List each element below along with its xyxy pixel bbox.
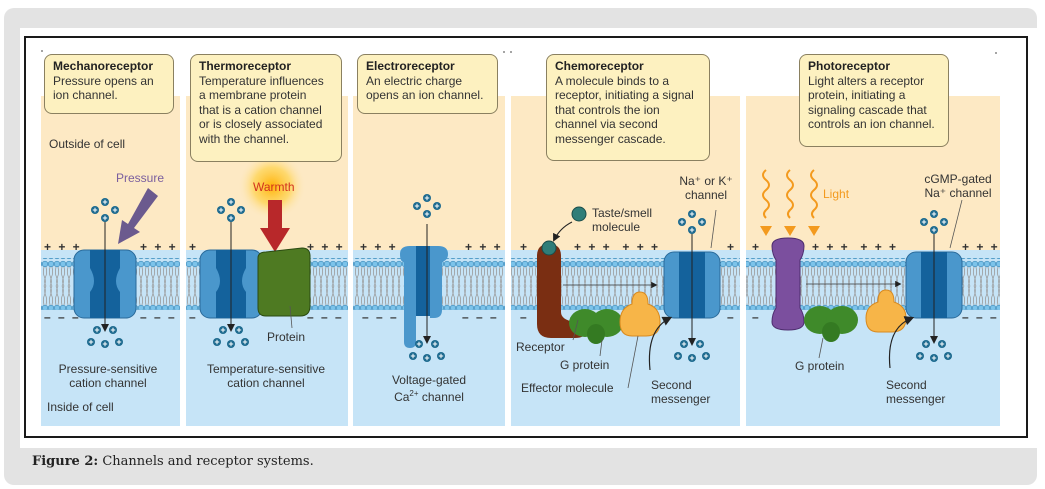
callout-text: An electric charge (366, 73, 463, 88)
callout-photoreceptor: Photoreceptor Light alters a receptor pr… (799, 54, 949, 147)
negative-charges: – (189, 310, 196, 324)
label-part: 2+ (409, 389, 419, 398)
figure-caption: Figure 2: Channels and receptor systems. (32, 454, 314, 469)
speck (510, 51, 512, 53)
caption-label: Figure 2: (32, 454, 99, 469)
callout-text: or is closely associated (199, 117, 323, 131)
positive-charges: + + + (307, 240, 345, 254)
caption-text: Channels and receptor systems. (98, 454, 314, 469)
speck (503, 51, 505, 53)
outside-cell-label: Outside of cell (49, 137, 126, 151)
callout-text: a membrane protein (199, 88, 307, 102)
callout-text: Light alters a receptor (808, 73, 925, 88)
negative-charges: – – – (962, 310, 999, 324)
label-line: Na⁺ channel (924, 186, 992, 200)
label-line: Voltage-gated (391, 373, 467, 387)
label-line: messenger (651, 392, 711, 406)
g-protein-label: G protein (560, 358, 610, 372)
callout-text: ion channel. (53, 88, 118, 102)
callout-text: A molecule binds to a (555, 73, 670, 88)
receptor-label: Receptor (516, 340, 565, 354)
callout-mechanoreceptor: Mechanoreceptor Pressure opens an ion ch… (44, 54, 174, 114)
taste-smell-label: Taste/smell molecule (592, 206, 652, 234)
light-label: Light (823, 187, 850, 201)
callout-text: that controls the ion (555, 102, 660, 117)
speck (41, 50, 43, 52)
positive-charges: + + + (465, 240, 503, 254)
negative-charges: – – – (307, 310, 344, 324)
positive-charges: + + + (140, 240, 178, 254)
negative-charges: – – – (140, 310, 177, 324)
positive-charges: + + + + + + (574, 240, 661, 254)
label-line: Second (886, 378, 927, 392)
callout-chemoreceptor: Chemoreceptor A molecule binds to a rece… (546, 54, 710, 161)
positive-charges: + + + (44, 240, 82, 254)
positive-charges: + + + (962, 240, 1000, 254)
pressure-channel-label: Pressure-sensitive cation channel (48, 362, 168, 390)
positive-charges: + (189, 240, 197, 254)
protein-label: Protein (267, 330, 306, 344)
na-k-channel-label: Na⁺ or K⁺ channel (672, 174, 740, 202)
label-line: Na⁺ or K⁺ (679, 174, 733, 188)
label-line: Pressure-sensitive (58, 362, 158, 376)
label-line: Taste/smell (592, 206, 653, 220)
label-line: cation channel (227, 376, 305, 390)
callout-title: Electroreceptor (366, 59, 455, 73)
negative-charges: – (752, 310, 759, 324)
second-messenger-label: Second messenger (886, 378, 945, 406)
positive-charges: + (727, 240, 735, 254)
callout-text: protein, initiating a (808, 88, 906, 102)
negative-charges: – (727, 310, 734, 324)
callout-text: Temperature influences (199, 73, 324, 88)
label-line: channel (684, 188, 728, 202)
callout-title: Mechanoreceptor (53, 59, 154, 73)
label-line: cation channel (69, 376, 147, 390)
callout-text: that is a cation channel (199, 102, 322, 117)
effector-molecule-label: Effector molecule (521, 381, 614, 395)
callout-title: Chemoreceptor (555, 59, 644, 73)
label-line: Temperature-sensitive (206, 362, 326, 376)
label-line: Second (651, 378, 692, 392)
inside-cell-region (746, 250, 1000, 426)
negative-charges: – (520, 310, 527, 324)
callout-text: messenger cascade. (555, 131, 666, 146)
outside-cell-region (353, 96, 505, 250)
label-part: Ca (394, 390, 410, 404)
negative-charges: – – – (44, 310, 81, 324)
temperature-channel-label: Temperature-sensitive cation channel (192, 362, 340, 390)
negative-charges: – – – (362, 310, 399, 324)
label-line: messenger (886, 392, 946, 406)
callout-title: Photoreceptor (808, 59, 891, 73)
callout-title: Thermoreceptor (199, 59, 292, 73)
positive-charges: + + + + + + (812, 240, 899, 254)
cgmp-channel-label: cGMP-gated Na⁺ channel (916, 172, 1000, 200)
callout-text: receptor, initiating a signal (555, 88, 694, 102)
g-protein-label: G protein (795, 359, 845, 373)
positive-charges: + + + (360, 240, 398, 254)
second-messenger-label: Second messenger (651, 378, 710, 406)
warmth-label: Warmth (253, 180, 295, 194)
pressure-label: Pressure (116, 171, 165, 185)
inside-cell-label: Inside of cell (47, 400, 114, 414)
callout-electroreceptor: Electroreceptor An electric charge opens… (357, 54, 498, 114)
positive-charges: + (752, 240, 760, 254)
callout-text: controls an ion channel. (808, 117, 935, 131)
callout-text: with the channel. (199, 131, 290, 146)
positive-charges: + (520, 240, 528, 254)
label-line: molecule (592, 220, 641, 234)
voltage-channel-label: Voltage-gated Ca2+ channel (370, 373, 488, 404)
callout-text: channel via second (555, 117, 658, 131)
callout-text: Pressure opens an (53, 73, 154, 88)
label-line: cGMP-gated (924, 172, 992, 186)
callout-text: signaling cascade that (808, 102, 927, 117)
label-part: channel (418, 390, 464, 404)
speck (995, 52, 997, 54)
negative-charges: – – – (462, 310, 499, 324)
callout-text: opens an ion channel. (366, 88, 484, 102)
callout-thermoreceptor: Thermoreceptor Temperature influences a … (190, 54, 342, 162)
label-line: Ca2+ channel (370, 387, 488, 404)
